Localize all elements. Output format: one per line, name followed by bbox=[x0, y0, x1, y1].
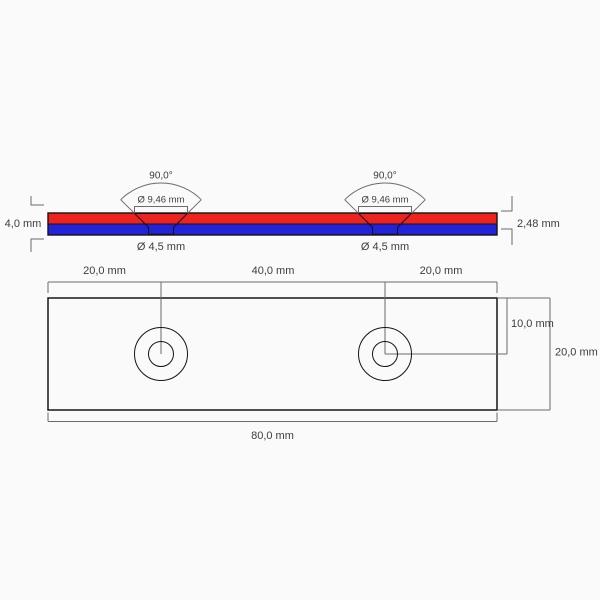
bracket-top bbox=[501, 196, 513, 212]
bracket-bottom bbox=[501, 228, 513, 245]
segment-label-middle: 40,0 mm bbox=[252, 265, 295, 277]
countersink-section-left: 90,0° Ø 9,46 mm Ø 4,5 mm bbox=[120, 171, 202, 253]
hole-circle-left bbox=[148, 341, 174, 367]
side-view: 90,0° Ø 9,46 mm Ø 4,5 mm 90,0° Ø 9,46 mm… bbox=[5, 171, 560, 254]
top-dimension-chain: 20,0 mm 40,0 mm 20,0 mm bbox=[47, 265, 498, 293]
magnet-bar-outline bbox=[47, 212, 498, 236]
hole-circle-right bbox=[372, 341, 398, 367]
angle-label: 90,0° bbox=[149, 171, 172, 182]
countersink-diameter-label: Ø 9,46 mm bbox=[362, 195, 409, 206]
hole-offset-label: 10,0 mm bbox=[511, 318, 554, 330]
magnet-north-red-layer bbox=[48, 213, 497, 224]
footprint-view: 20,0 mm 40,0 mm 20,0 mm 10,0 mm 20,0 mm … bbox=[47, 265, 598, 442]
angle-label: 90,0° bbox=[373, 171, 396, 182]
height-label: 4,0 mm bbox=[5, 218, 42, 230]
hole-diameter-label: Ø 4,5 mm bbox=[137, 241, 185, 253]
countersink-diameter-label: Ø 9,46 mm bbox=[138, 195, 185, 206]
height-dimension: 4,0 mm bbox=[5, 196, 44, 252]
angle-dimension-arc bbox=[344, 182, 426, 201]
countersink-depth-dimension: 2,48 mm bbox=[501, 196, 560, 245]
countersink-circle-left bbox=[134, 327, 188, 381]
angle-ray-left bbox=[344, 199, 359, 214]
magnet-south-blue-layer bbox=[48, 224, 497, 235]
angle-ray-left bbox=[120, 199, 135, 214]
bracket-top bbox=[30, 196, 44, 206]
countersink-diameter-dimension-line bbox=[358, 206, 412, 213]
segment-label-right: 20,0 mm bbox=[420, 265, 463, 277]
thickness-label: 2,48 mm bbox=[517, 218, 560, 230]
angle-ray-right bbox=[187, 199, 202, 214]
countersink-diameter-dimension-line bbox=[134, 206, 188, 213]
bracket-bottom bbox=[30, 238, 44, 252]
right-dimensions: 10,0 mm 20,0 mm bbox=[497, 297, 598, 411]
countersink-section-right: 90,0° Ø 9,46 mm Ø 4,5 mm bbox=[344, 171, 426, 253]
angle-ray-right bbox=[411, 199, 426, 214]
countersink-circle-right bbox=[358, 327, 412, 381]
angle-dimension-arc bbox=[120, 182, 202, 201]
countersink-cutout bbox=[133, 212, 189, 235]
total-width-label: 80,0 mm bbox=[251, 430, 294, 442]
segment-label-left: 20,0 mm bbox=[83, 265, 126, 277]
countersink-cutout bbox=[357, 212, 413, 235]
hole-diameter-label: Ø 4,5 mm bbox=[361, 241, 409, 253]
depth-label: 20,0 mm bbox=[555, 347, 598, 359]
total-width-dimension: 80,0 mm bbox=[47, 412, 498, 442]
